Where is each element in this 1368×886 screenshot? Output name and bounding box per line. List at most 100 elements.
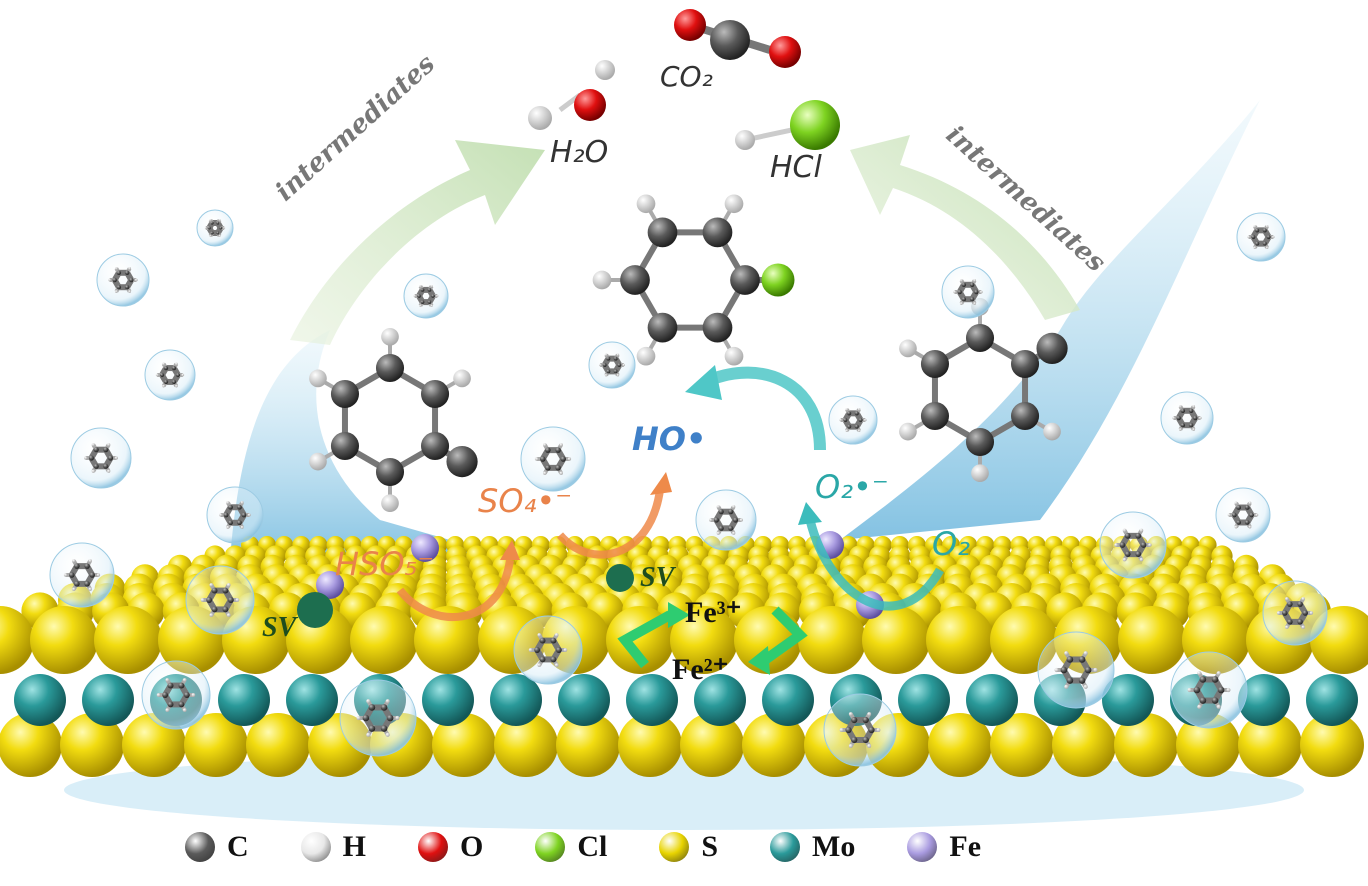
hydrogen-atom	[537, 663, 542, 667]
carbon-atom	[216, 231, 220, 235]
sulfur-atom	[1300, 713, 1364, 777]
hydrogen-atom	[1197, 671, 1202, 676]
hydrogen-atom	[857, 408, 861, 411]
legend-label: Cl	[577, 830, 608, 863]
sulfur-atom	[742, 713, 806, 777]
carbon-atom	[129, 277, 134, 283]
molybdenum-atom	[1238, 674, 1290, 726]
sulfur-atom	[680, 713, 744, 777]
hydrogen-atom	[1192, 428, 1196, 431]
aromatic-molecule	[598, 353, 626, 377]
hydrogen-atom	[108, 278, 112, 282]
carbon-atom	[1193, 686, 1201, 694]
hydrogen-atom	[567, 457, 572, 461]
o2-to-superoxide-arrow	[805, 518, 944, 611]
hydroxyl-radical-label: HO•	[632, 420, 707, 458]
hydrogen-atom	[107, 443, 111, 447]
carbon-atom	[446, 446, 478, 478]
carbon-atom	[167, 701, 174, 708]
hydrogen-atom	[848, 712, 853, 716]
carbon-atom	[1249, 512, 1254, 518]
sulfur-atom	[862, 606, 930, 674]
pollutant-bubble	[823, 693, 897, 767]
molybdenum-atom	[218, 674, 270, 726]
hydrogen-atom	[413, 294, 416, 298]
hydrogen-atom	[559, 443, 563, 447]
carbon-atom	[728, 509, 734, 515]
legend-item-fe: Fe	[907, 830, 981, 864]
carbon-atom	[330, 379, 360, 409]
intermediates-arrow-left	[290, 140, 545, 345]
legend-item-s: S	[659, 830, 718, 864]
hydrogen-atom	[528, 648, 533, 652]
aromatic-molecule	[899, 297, 1068, 483]
hydrogen-atom	[84, 456, 88, 460]
carbon-atom	[1199, 676, 1207, 683]
carbon-atom	[241, 512, 247, 518]
hydrogen-atom	[1234, 525, 1238, 529]
water-pool	[64, 750, 1304, 830]
carbon-atom	[228, 504, 233, 510]
hydrogen-atom	[419, 304, 422, 307]
carbon-atom	[210, 221, 214, 225]
hydrogen-atom	[155, 373, 159, 377]
carbon-atom	[1188, 422, 1194, 428]
carbon-atom	[965, 323, 995, 353]
hydrogen-atom	[1247, 235, 1251, 239]
hydrogen-atom	[1122, 557, 1127, 562]
hydrogen-atom	[1187, 687, 1192, 693]
legend-label: S	[701, 830, 719, 863]
carbon-atom	[545, 447, 551, 453]
carbon-atom	[375, 353, 405, 383]
hydrogen-atom	[636, 194, 656, 214]
superoxide-to-ho-arrow	[707, 366, 826, 451]
sulfur-atom	[1118, 606, 1186, 674]
carbon-atom	[718, 525, 724, 531]
molybdenum-atom	[1102, 674, 1154, 726]
hydrogen-atom	[1216, 671, 1221, 676]
pollutant-bubble	[206, 486, 264, 544]
pollutant-bubble	[1262, 580, 1328, 646]
aromatic-molecule	[839, 712, 881, 748]
carbon-atom	[851, 736, 858, 744]
hydrogen-atom	[1276, 611, 1281, 615]
hydrogen-atom	[1178, 405, 1182, 408]
molybdenum-atom	[14, 674, 66, 726]
superoxide-label: O₂•⁻	[815, 468, 889, 506]
pollutant-bubble	[695, 489, 757, 551]
hydrogen-atom	[973, 302, 977, 305]
carbon-atom	[84, 563, 90, 569]
hydrogen-atom	[134, 278, 138, 282]
carbon-atom	[847, 424, 852, 429]
carbon-atom	[1140, 542, 1147, 548]
sulfur-vacancy-label-center: SV	[640, 562, 675, 593]
sulfur-vacancy-label-left: SV	[262, 612, 297, 643]
hydrogen-atom	[309, 369, 327, 388]
o-atom-swatch	[418, 832, 449, 862]
hydrogen-atom	[604, 373, 608, 377]
hydrogen-atom	[128, 290, 132, 293]
carbon-atom	[843, 417, 848, 423]
hydrogen-atom	[114, 267, 118, 270]
pollutant-bubble	[339, 679, 417, 757]
carbon-atom	[237, 504, 242, 510]
c-atom-swatch	[185, 832, 215, 862]
aromatic-molecule	[356, 699, 400, 737]
carbon-atom	[713, 517, 719, 523]
molybdenum-atom	[558, 674, 610, 726]
carbon-atom	[845, 726, 852, 734]
aromatic-molecule	[204, 219, 226, 237]
carbon-atom	[362, 714, 370, 722]
sulfur-atom	[0, 606, 34, 674]
aromatic-molecule	[200, 583, 240, 617]
carbon-atom	[1287, 619, 1293, 625]
carbon-atom	[1078, 677, 1086, 684]
hydrogen-atom	[876, 728, 881, 732]
carbon-atom	[159, 372, 165, 378]
hydrogen-atom	[724, 346, 744, 366]
hydrogen-atom	[182, 678, 187, 682]
fe3-label: Fe³⁺	[685, 596, 742, 629]
hydrogen-atom	[848, 744, 853, 748]
aromatic-molecule	[534, 443, 572, 475]
